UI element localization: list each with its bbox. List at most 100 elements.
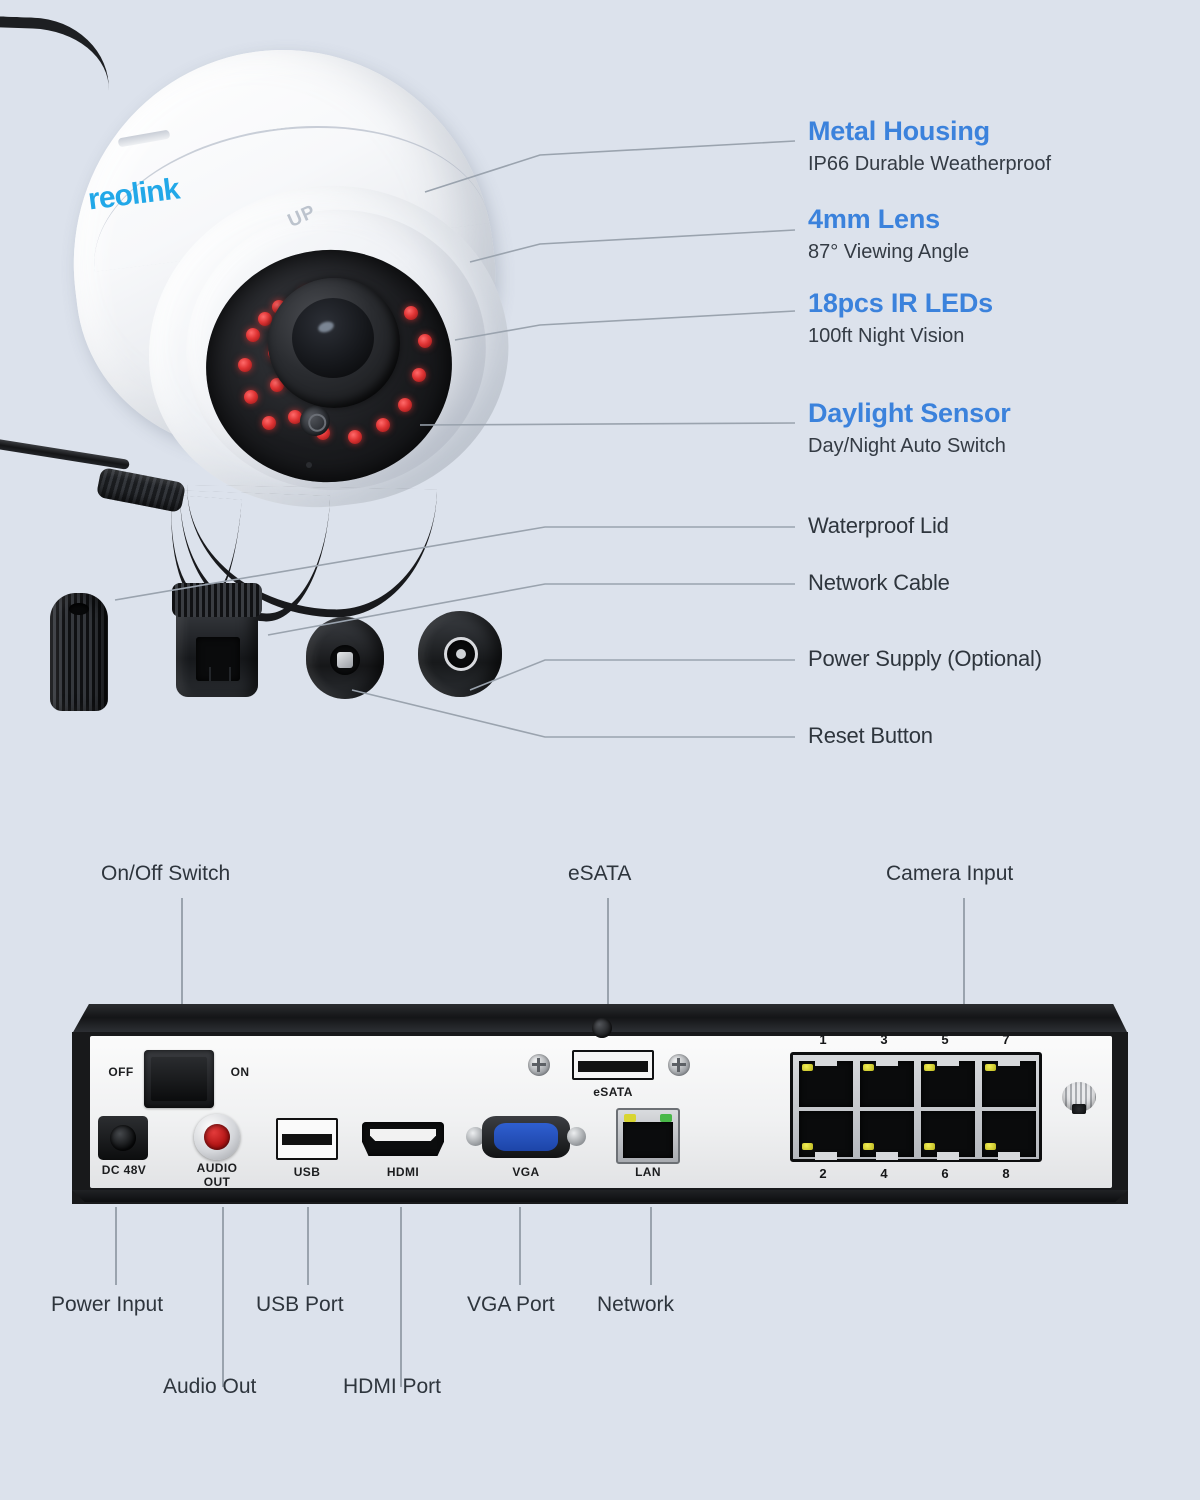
nvr-callout-audio-out: Audio Out [163,1375,257,1398]
nvr-callout-power-input: Power Input [51,1293,164,1316]
hdmi-label: HDMI [386,1165,420,1179]
leader-hdmi-port [400,1207,402,1387]
nvr-callout-camera-input: Camera Input [886,862,1014,885]
dc-power-input-port[interactable] [98,1116,148,1160]
callout-title: Daylight Sensor [808,398,1011,428]
poe-port[interactable] [799,1111,853,1160]
leader-ir-leds [454,310,796,341]
nvr-callout-network: Network [597,1293,675,1316]
ir-led [244,390,258,404]
switch-on-label: ON [230,1065,250,1079]
ir-led [288,410,302,424]
leader-power-input [115,1207,117,1285]
vga-label: VGA [512,1165,540,1179]
poe-port-number: 1 [819,1032,827,1047]
leader-usb-port [307,1207,309,1285]
poe-port-number: 4 [880,1166,888,1181]
network-connector-nut [172,583,262,617]
poe-port-number: 6 [941,1166,949,1181]
vga-screw-icon [466,1127,485,1146]
callout-network-cable: Network Cable [808,570,950,595]
ir-led [412,368,426,382]
poe-led-icon [863,1064,874,1071]
poe-led-icon [863,1143,874,1150]
lan-led-amber-icon [624,1114,636,1122]
leader-network [650,1207,652,1285]
ir-led [258,312,272,326]
ir-led [398,398,412,412]
ir-led [404,306,418,320]
poe-led-icon [985,1143,996,1150]
camera-lens-element [292,298,374,378]
callout-title: Network Cable [808,570,950,595]
dc-power-jack [444,637,478,671]
audio-out-port[interactable] [194,1114,240,1160]
nvr-callout-hdmi-port: HDMI Port [343,1375,442,1398]
nvr-callout-vga-port: VGA Port [467,1293,555,1316]
nvr-callout-esata: eSATA [568,862,632,885]
esata-port[interactable] [572,1050,654,1080]
ir-led [262,416,276,430]
nvr-chassis-bottom [72,1190,1128,1202]
leader-reset-button [351,689,795,738]
nvr-callout-usb-port: USB Port [256,1293,344,1316]
usb-port[interactable] [276,1118,338,1160]
panel-screw-icon [668,1054,690,1076]
lan-port[interactable] [616,1108,680,1164]
callout-4mm-lens: 4mm Lens 87° Viewing Angle [808,204,969,265]
ir-led [348,430,362,444]
callout-subtitle: IP66 Durable Weatherproof [808,153,1052,176]
poe-led-icon [924,1143,935,1150]
vga-port[interactable] [466,1114,586,1160]
leader-vga-port [519,1207,521,1285]
callout-title: Reset Button [808,723,933,748]
switch-off-label: OFF [108,1065,134,1079]
camera-input-poe-block [790,1052,1042,1162]
poe-port[interactable] [982,1111,1036,1160]
leader-daylight-sensor [419,422,796,426]
reset-button[interactable] [330,645,360,675]
esata-label: eSATA [593,1085,633,1099]
leader-audio-out [222,1207,224,1387]
poe-port-number: 3 [880,1032,888,1047]
leader-esata [607,898,609,1004]
nvr-rear-panel-illustration: OFF ON DC 48V AUDIO OUT USB HDMI VGA LAN [72,1004,1128,1204]
ir-led [376,418,390,432]
ir-led [238,358,252,372]
poe-port-number: 8 [1002,1166,1010,1181]
hdmi-port[interactable] [362,1122,444,1156]
lan-label: LAN [635,1165,661,1179]
poe-led-icon [802,1064,813,1071]
poe-led-icon [802,1143,813,1150]
waterproof-lid-cap [50,593,108,711]
callout-power-supply: Power Supply (Optional) [808,646,1042,671]
power-switch[interactable] [144,1050,214,1108]
callout-metal-housing: Metal Housing IP66 Durable Weatherproof [808,116,1051,177]
rj45-port [196,637,240,681]
callout-title: 4mm Lens [808,204,940,234]
ir-led [418,334,432,348]
camera-leader-lines [114,140,796,738]
vga-connector-blue [494,1123,558,1151]
poe-led-icon [985,1064,996,1071]
callout-title: Metal Housing [808,116,990,146]
poe-port-number: 7 [1002,1032,1010,1047]
leader-network-cable [267,583,795,636]
chassis-thumbscrew[interactable] [1062,1082,1096,1114]
lan-led-green-icon [660,1114,672,1122]
nvr-callout-on-off-switch: On/Off Switch [101,862,231,885]
audio-out-label-line2: OUT [203,1175,231,1189]
usb-label: USB [293,1165,321,1179]
leader-on-off-switch [181,898,183,1004]
ir-led [246,328,260,342]
dc-label: DC 48V [101,1163,147,1177]
leader-camera-input [963,898,965,1004]
camera-illustration: reolink UP [0,10,600,790]
callout-title: 18pcs IR LEDs [808,288,993,318]
callout-subtitle: 100ft Night Vision [808,325,965,348]
leader-metal-housing [424,140,796,193]
poe-port[interactable] [860,1111,914,1160]
poe-port[interactable] [921,1111,975,1160]
callout-reset-button: Reset Button [808,723,933,748]
leader-waterproof-lid [114,526,795,601]
